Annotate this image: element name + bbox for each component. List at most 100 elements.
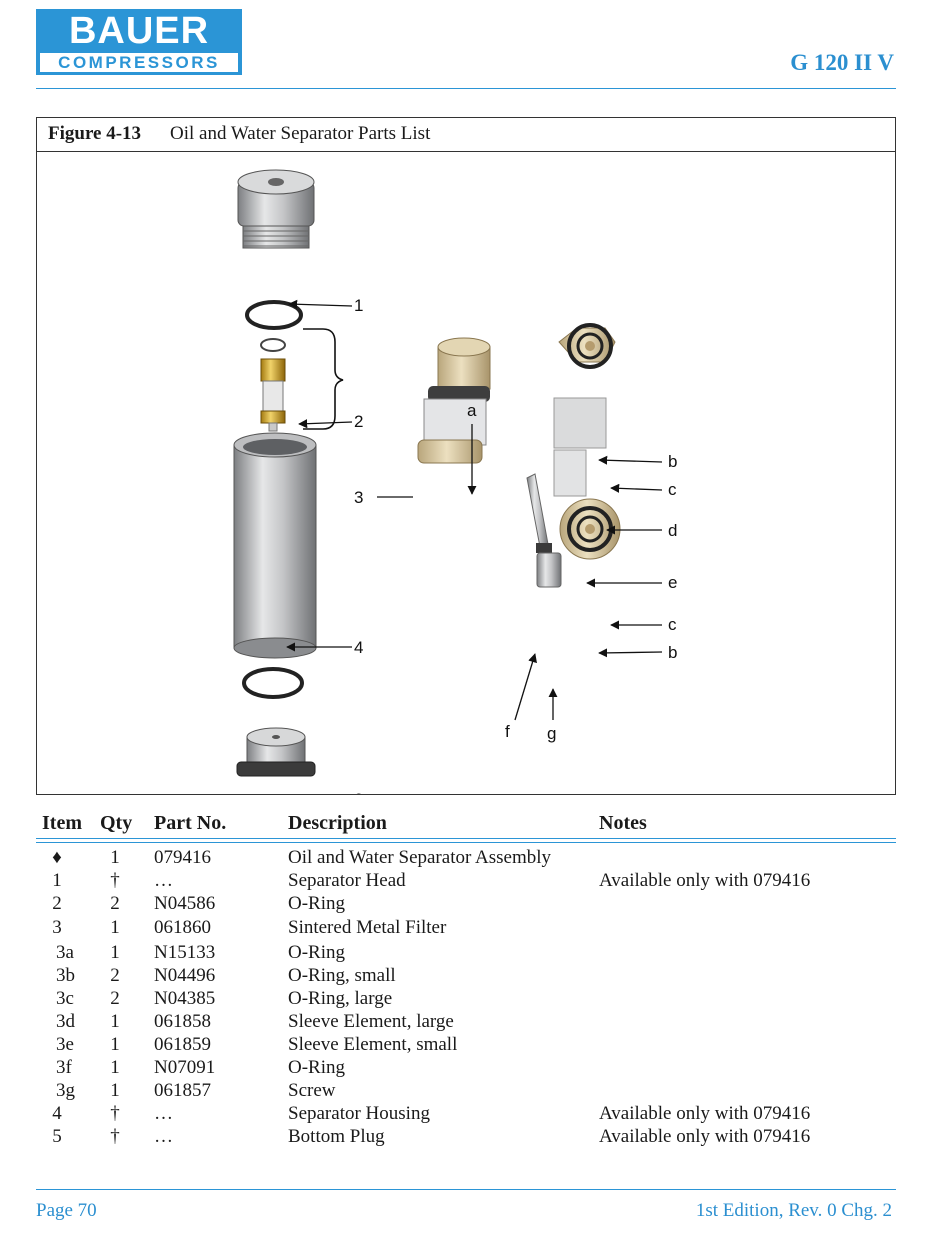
table-row: 3e 1 061859 Sleeve Element, small (0, 1034, 950, 1057)
table-row: 3a 1 N15133 O-Ring (0, 942, 950, 965)
callout-d: d (668, 521, 677, 540)
cell-description: Sleeve Element, large (288, 1011, 454, 1032)
figure-label: Figure 4-13 (48, 123, 142, 144)
callout-2-top: 2 (354, 412, 363, 431)
col-header-item: Item (42, 812, 82, 834)
bauer-logo: BAUER COMPRESSORS (36, 9, 242, 75)
edition-info: 1st Edition, Rev. 0 Chg. 2 (695, 1200, 892, 1221)
cell-item: 3a (56, 942, 74, 963)
callout-b-bottom: b (668, 643, 677, 662)
cell-part-no: … (154, 870, 173, 891)
cell-qty: † (110, 1126, 120, 1147)
callout-labels: 1 2 3 4 2 5 a b c d e c b f g (354, 296, 677, 794)
sleeve-element-small (553, 449, 587, 497)
cell-item: 4 (52, 1103, 62, 1124)
cell-description: Oil and Water Separator Assembly (288, 847, 552, 868)
cell-qty: 1 (110, 1080, 120, 1101)
callout-e: e (668, 573, 677, 592)
cell-part-no: N07091 (154, 1057, 216, 1078)
col-header-notes: Notes (599, 812, 647, 834)
cell-description: Sleeve Element, small (288, 1034, 458, 1055)
cell-description: O-Ring (288, 893, 345, 914)
screw-part (526, 473, 562, 588)
cell-item: 3c (56, 988, 74, 1009)
cell-part-no: … (154, 1103, 173, 1124)
callout-c-bottom: c (668, 615, 677, 634)
cell-item: 3f (56, 1057, 72, 1078)
figure-box: Figure 4-13 Oil and Water Separator Part… (36, 117, 896, 795)
bottom-end-cap-part (559, 498, 621, 560)
bottom-plug-part (236, 727, 316, 777)
top-end-cap-part (558, 323, 616, 369)
callout-3: 3 (354, 488, 363, 507)
col-header-description: Description (288, 812, 387, 834)
cell-description: Separator Head (288, 870, 406, 891)
cell-part-no: N15133 (154, 942, 216, 963)
cell-qty: 1 (110, 1011, 120, 1032)
table-rule-bottom (36, 842, 896, 843)
cell-part-no: 061858 (154, 1011, 211, 1032)
cell-description: Separator Housing (288, 1103, 430, 1124)
table-row: 2 2 N04586 O-Ring (0, 893, 950, 916)
footer-rule (36, 1189, 896, 1190)
sleeve-element-large (553, 397, 607, 449)
cell-part-no: N04385 (154, 988, 216, 1009)
callout-g: g (547, 724, 556, 743)
cell-part-no: … (154, 1126, 173, 1147)
cell-qty: 1 (110, 847, 120, 868)
cell-qty: 1 (110, 942, 120, 963)
cell-description: Sintered Metal Filter (288, 917, 447, 938)
cell-qty: 2 (110, 988, 120, 1009)
logo-subtitle: COMPRESSORS (40, 53, 238, 72)
cell-notes: Available only with 079416 (599, 1103, 811, 1124)
col-header-qty: Qty (100, 812, 133, 834)
cell-item: 3 (52, 917, 62, 938)
o-ring-bottom (242, 667, 304, 699)
callout-c-top: c (668, 480, 677, 499)
cell-item: 3e (56, 1034, 74, 1055)
table-row: 3c 2 N04385 O-Ring, large (0, 988, 950, 1011)
cell-item: 3b (56, 965, 75, 986)
separator-housing-part (233, 432, 317, 659)
cell-part-no: 061860 (154, 917, 211, 938)
table-rule-top (36, 838, 896, 839)
cell-description: O-Ring (288, 1057, 345, 1078)
cell-part-no: 079416 (154, 847, 211, 868)
cell-description: Bottom Plug (288, 1126, 385, 1147)
cell-qty: 1 (110, 1034, 120, 1055)
table-row: 1 † … Separator Head Available only with… (0, 870, 950, 893)
cell-part-no: N04586 (154, 893, 216, 914)
cell-item: ♦ (52, 847, 62, 868)
callout-f: f (505, 722, 510, 741)
cell-item: 3g (56, 1080, 75, 1101)
table-row: 5 † … Bottom Plug Available only with 07… (0, 1126, 950, 1149)
callout-a: a (467, 401, 477, 420)
separator-head-part (237, 169, 315, 249)
col-header-part-no: Part No. (154, 812, 227, 834)
item-3-bracket (303, 328, 344, 430)
model-name: G 120 II V (790, 50, 894, 75)
figure-caption: Oil and Water Separator Parts List (170, 123, 431, 144)
table-row: 3b 2 N04496 O-Ring, small (0, 965, 950, 988)
page-number: Page 70 (36, 1200, 97, 1221)
exploded-parts-diagram: 1 2 3 4 2 5 a b c d e c b f g (233, 169, 677, 794)
callout-2-bottom: 2 (354, 790, 363, 794)
table-row: 3g 1 061857 Screw (0, 1080, 950, 1103)
cell-qty: 1 (110, 1057, 120, 1078)
table-row: 3f 1 N07091 O-Ring (0, 1057, 950, 1080)
cell-qty: 1 (110, 917, 120, 938)
cell-notes: Available only with 079416 (599, 1126, 811, 1147)
figure-header: Figure 4-13 Oil and Water Separator Part… (37, 118, 895, 152)
table-row: ♦ 1 079416 Oil and Water Separator Assem… (0, 847, 950, 870)
cell-description: O-Ring, large (288, 988, 393, 1009)
cell-notes: Available only with 079416 (599, 870, 811, 891)
assembled-filter-part (417, 337, 491, 464)
cell-part-no: N04496 (154, 965, 216, 986)
table-row: 3 1 061860 Sintered Metal Filter (0, 917, 950, 940)
cell-item: 2 (52, 893, 62, 914)
callout-b-top: b (668, 452, 677, 471)
cell-qty: † (110, 870, 120, 891)
cell-description: O-Ring (288, 942, 345, 963)
callout-1: 1 (354, 296, 363, 315)
cell-item: 3d (56, 1011, 75, 1032)
